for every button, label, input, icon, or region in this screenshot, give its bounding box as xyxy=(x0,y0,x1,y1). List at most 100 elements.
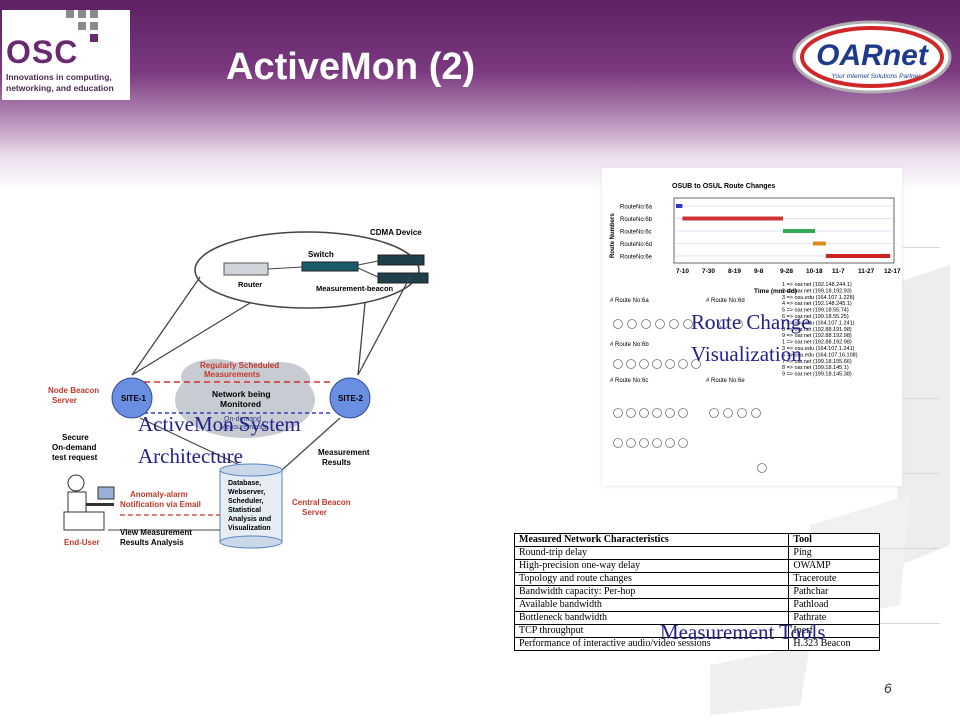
osc-logo-text: OSC xyxy=(6,34,79,70)
table-cell: OWAMP xyxy=(788,559,880,573)
end-user-icon xyxy=(63,474,115,531)
route-node xyxy=(705,319,715,329)
osc-grid-icon xyxy=(66,10,106,44)
table-cell: Ping xyxy=(788,546,880,560)
hop-list-item: 8 => oar.net (199.18.145.1) xyxy=(782,365,849,371)
architecture-diagram: CDMA Device Switch Router Measurement-be… xyxy=(48,228,429,549)
route-node xyxy=(737,408,747,418)
route-label: RouteNo:6c xyxy=(620,230,652,236)
route-x-tick: 7-30 xyxy=(702,268,715,275)
page-number: 6 xyxy=(884,680,892,696)
route-bar xyxy=(812,241,826,246)
route-node xyxy=(613,359,623,369)
route-node xyxy=(639,408,649,418)
route-node xyxy=(613,408,623,418)
hop-list-item: 9 => oar.net (192.88.192.98) xyxy=(782,333,852,339)
route-chart-title: OSUB to OSUL Route Changes xyxy=(672,183,775,190)
header-band xyxy=(0,0,960,190)
route-label: RouteNo:6e xyxy=(620,255,653,261)
route-node xyxy=(639,438,649,448)
route-node xyxy=(626,359,636,369)
route-graph-title: # Route No:6c xyxy=(610,378,648,384)
table-cell: Topology and route changes xyxy=(513,572,790,586)
database-cylinder xyxy=(219,469,283,543)
hop-list-item: 7 => osu.edu (164.107.1.241) xyxy=(782,320,855,326)
table-header-cell: Measured Network Characteristics xyxy=(513,533,790,547)
route-graph-title: # Route No:6b xyxy=(610,342,649,348)
table-header-cell: Tool xyxy=(788,533,880,547)
table-cell: H.323 Beacon xyxy=(788,637,880,651)
route-node xyxy=(665,438,675,448)
end-user-label: End-User xyxy=(64,538,100,547)
route-node xyxy=(613,438,623,448)
route-label: RouteNo:6a xyxy=(620,205,653,211)
anomaly-alarm-label: Anomaly-alarm Notification via Email xyxy=(120,490,201,509)
osc-tagline: Innovations in computing, networking, an… xyxy=(6,72,114,93)
route-node xyxy=(652,438,662,448)
database-box-label: Database, Webserver, Scheduler, Statisti… xyxy=(228,480,273,532)
measurement-beacon-label: Measurement-beacon xyxy=(316,284,394,293)
device-ellipse xyxy=(194,231,420,309)
route-node xyxy=(709,408,719,418)
hop-list-item: 6 => oar.net (199.18.55.25) xyxy=(782,314,849,320)
network-monitored-label: Network being Monitored xyxy=(212,389,273,409)
measurement-tools-table: Measured Network Characteristics Tool Ro… xyxy=(513,533,880,651)
route-x-tick: 10-18 xyxy=(806,268,823,275)
table-row: Performance of interactive audio/video s… xyxy=(513,637,880,651)
table-cell: Pathload xyxy=(788,598,880,612)
route-bar xyxy=(783,229,816,233)
table-cell: High-precision one-way delay xyxy=(513,559,790,573)
router-device-icon xyxy=(223,262,269,276)
hop-list-item: 3 => osu.edu (164.107.1.241) xyxy=(782,346,855,352)
hop-list-item: 7 => oar.net (199.18.155.66) xyxy=(782,359,852,365)
table-cell: Available bandwidth xyxy=(513,598,790,612)
route-node xyxy=(639,359,649,369)
site1-label: SITE-1 xyxy=(121,394,146,403)
oarnet-logo-text: OARnet xyxy=(816,39,930,72)
architecture-caption: ActiveMon System Architecture xyxy=(138,412,301,468)
route-x-tick: 7-10 xyxy=(676,268,689,275)
table-cell: Bandwidth capacity: Per-hop xyxy=(513,585,790,599)
cdma-device-icon xyxy=(377,254,425,266)
route-change-caption: Route Change Visualization xyxy=(691,310,811,366)
route-node xyxy=(683,319,693,329)
secure-test-request-label: Secure On-demand test request xyxy=(52,433,99,462)
site2-label: SITE-2 xyxy=(338,394,363,403)
node-beacon-server-label: Node Beacon Server xyxy=(48,386,101,405)
route-node xyxy=(626,408,636,418)
route-node xyxy=(723,408,733,418)
route-bar xyxy=(825,254,890,258)
slide-title: ActiveMon (2) xyxy=(226,46,476,88)
oarnet-tagline: Your Internet Solutions Partner xyxy=(832,73,922,80)
route-node xyxy=(751,408,761,418)
route-node xyxy=(665,359,675,369)
route-node xyxy=(719,319,729,329)
beacon-device-icon xyxy=(377,272,429,284)
route-bar xyxy=(676,204,683,208)
route-graph-title: # Route No:6e xyxy=(706,378,745,384)
route-node xyxy=(626,438,636,448)
route-graph-title: # Route No:6d xyxy=(706,298,745,304)
oarnet-logo: OARnet Your Internet Solutions Partner xyxy=(792,20,952,94)
measurement-tools-caption: Measurement Tools xyxy=(660,620,826,644)
route-graph-title: # Route No:6a xyxy=(610,298,649,304)
hop-list-item: 1 => oar.net (192.88.192.98) xyxy=(782,340,852,346)
hop-list-item: 2 => oar.net (199.18.192.93) xyxy=(782,288,852,294)
route-x-tick: 11-27 xyxy=(858,268,875,275)
switch-device-icon xyxy=(301,261,359,272)
route-chart-ylabel: Route Numbers xyxy=(610,213,616,258)
route-node xyxy=(678,359,688,369)
route-node xyxy=(613,319,623,329)
hop-list-item: 5 => oar.net (199.18.55.74) xyxy=(782,308,849,314)
site1-node xyxy=(111,377,153,419)
route-node xyxy=(669,319,679,329)
site2-node xyxy=(329,377,371,419)
route-chart-xlabel: Time (mm-dd) xyxy=(754,288,797,295)
central-beacon-server-label: Central Beacon Server xyxy=(292,498,353,517)
route-x-tick: 8-19 xyxy=(728,268,741,275)
router-label: Router xyxy=(238,280,262,289)
